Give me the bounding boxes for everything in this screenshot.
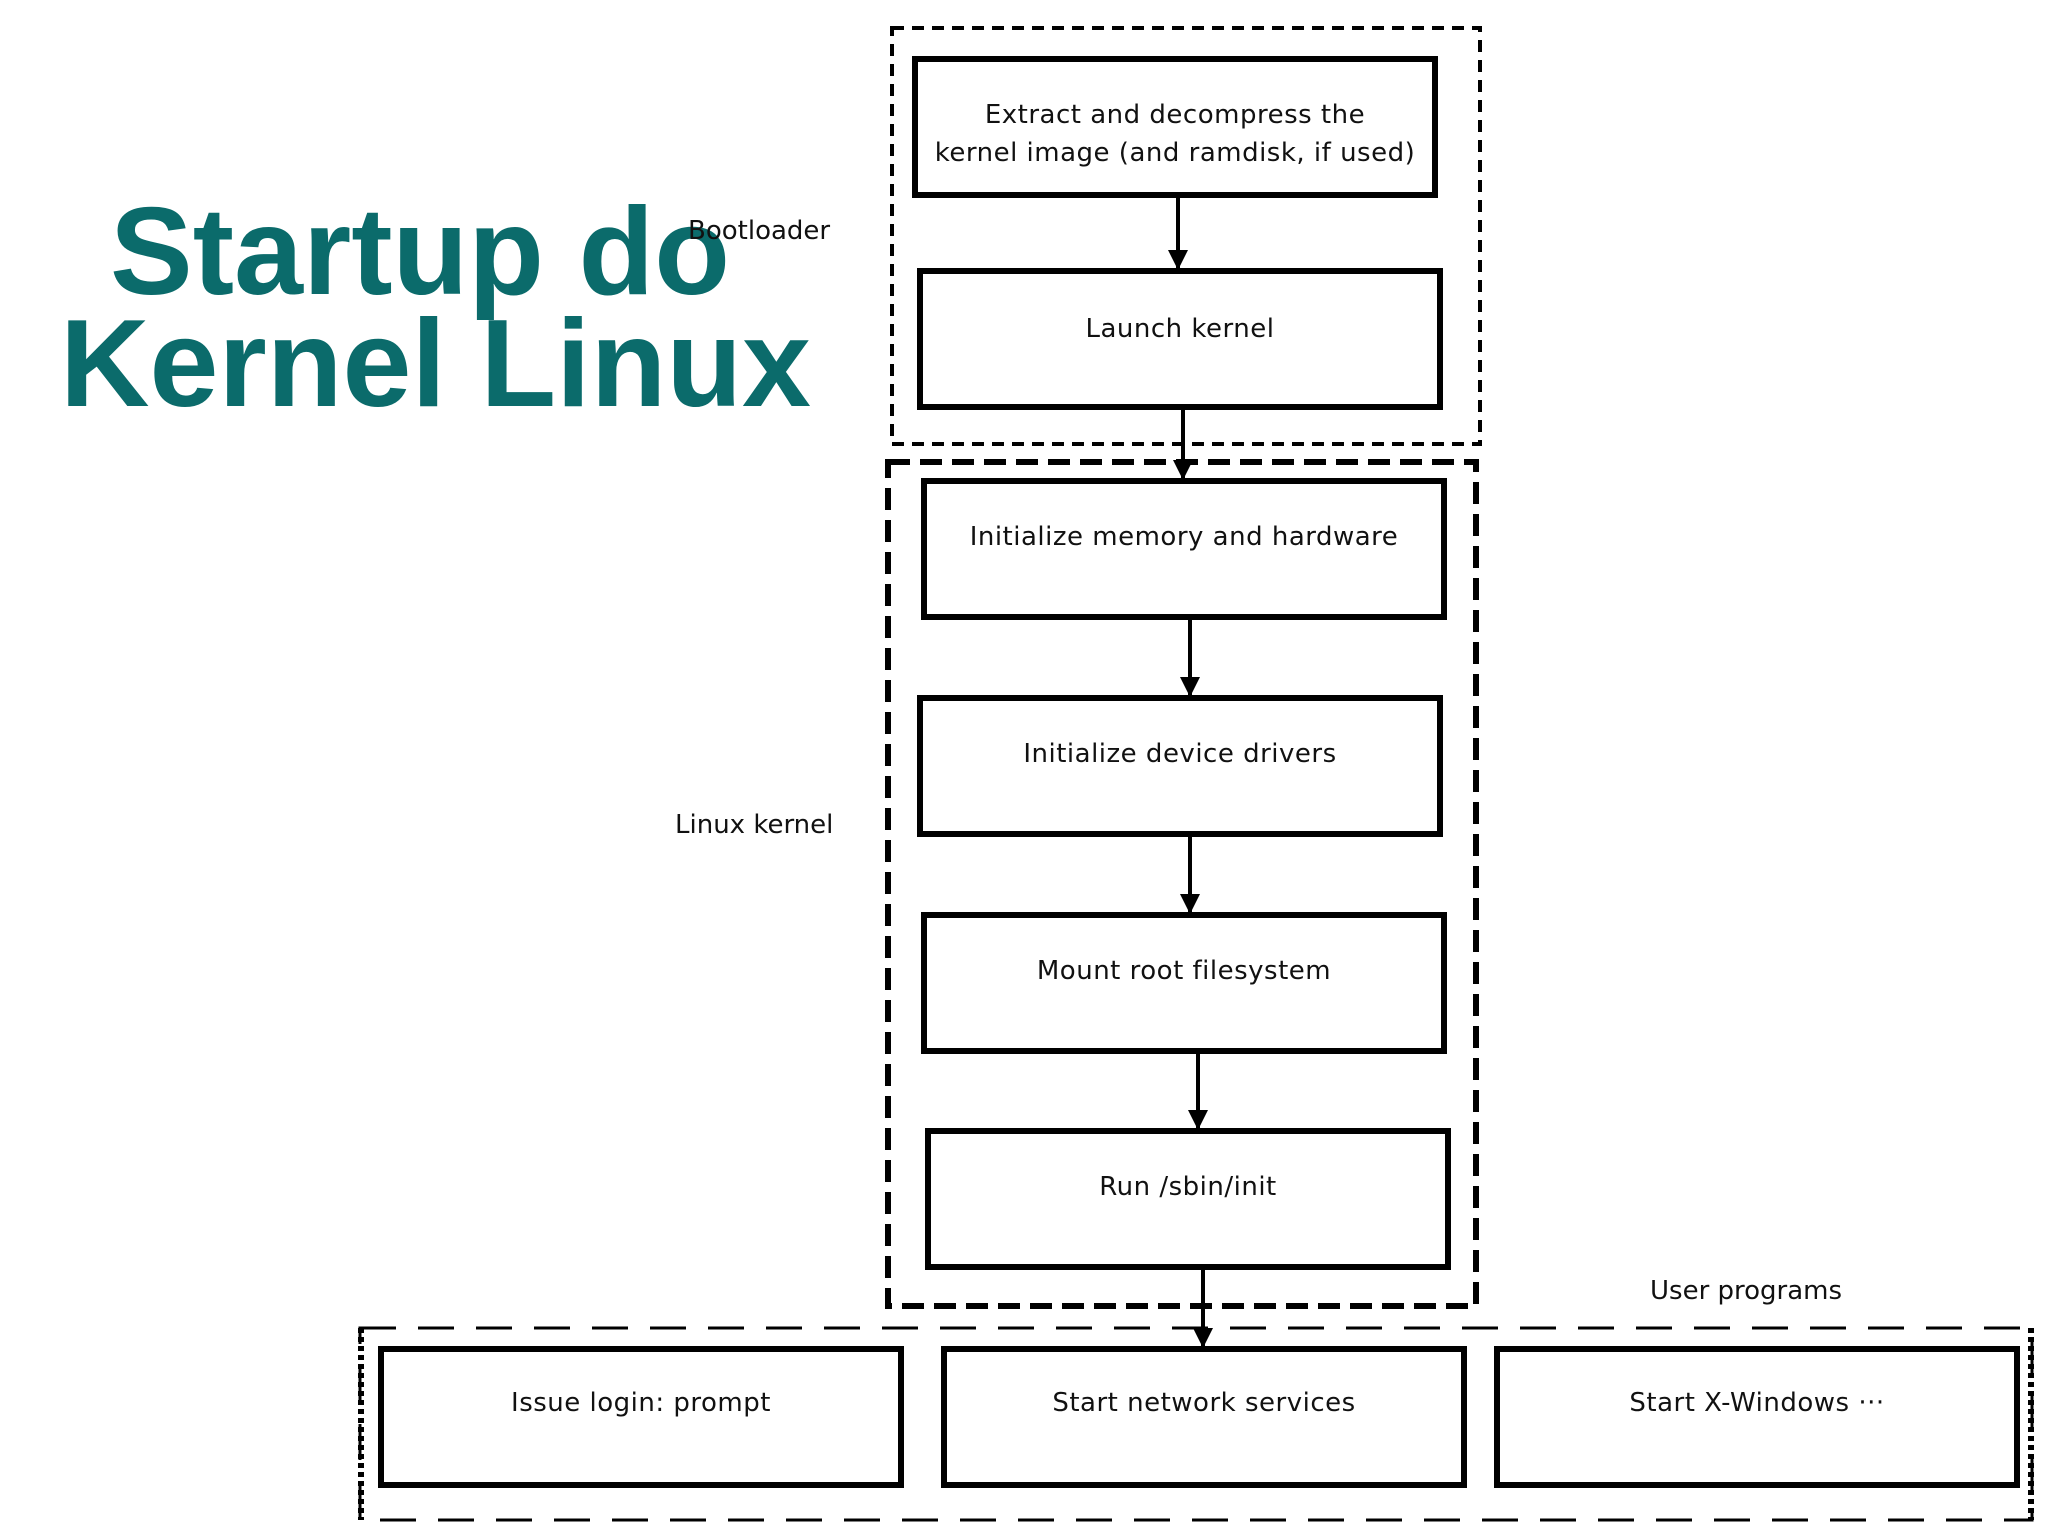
step-extract-kernel-image: Extract and decompress the kernel image …: [912, 56, 1438, 198]
step-issue-login-prompt-text: Issue login: prompt: [511, 1388, 771, 1418]
step-mount-root-filesystem: Mount root filesystem: [921, 912, 1447, 1054]
step-mount-root-filesystem-text: Mount root filesystem: [1036, 956, 1332, 986]
step-init-memory-hardware: Initialize memory and hardware: [921, 478, 1447, 620]
step-start-network-services-text: Start network services: [1052, 1388, 1356, 1418]
step-start-x-windows-text: Start X-Windows ···: [1629, 1388, 1885, 1418]
step-run-sbin-init: Run /sbin/init: [925, 1128, 1451, 1270]
slide-title: Startup do Kernel Linux: [60, 183, 812, 433]
step-launch-kernel: Launch kernel: [917, 268, 1443, 410]
step-launch-kernel-text: Launch kernel: [1085, 314, 1275, 344]
bootloader-group: [890, 26, 1482, 446]
step-extract-kernel-image-text: Extract and decompress the kernel image …: [934, 100, 1416, 168]
user-programs-label: User programs: [1650, 1276, 1843, 1306]
step-start-x-windows: Start X-Windows ···: [1494, 1346, 2020, 1488]
step-init-device-drivers: Initialize device drivers: [917, 695, 1443, 837]
step-init-device-drivers-text: Initialize device drivers: [1023, 739, 1337, 769]
bootloader-label: Bootloader: [688, 216, 831, 246]
title-line-1: Startup do: [110, 183, 730, 321]
step-init-memory-hardware-text: Initialize memory and hardware: [969, 522, 1399, 552]
step-start-network-services: Start network services: [941, 1346, 1467, 1488]
title-line-2: Kernel Linux: [60, 295, 812, 433]
step-run-sbin-init-text: Run /sbin/init: [1099, 1172, 1277, 1202]
step-issue-login-prompt: Issue login: prompt: [378, 1346, 904, 1488]
linux-kernel-label: Linux kernel: [675, 810, 834, 840]
